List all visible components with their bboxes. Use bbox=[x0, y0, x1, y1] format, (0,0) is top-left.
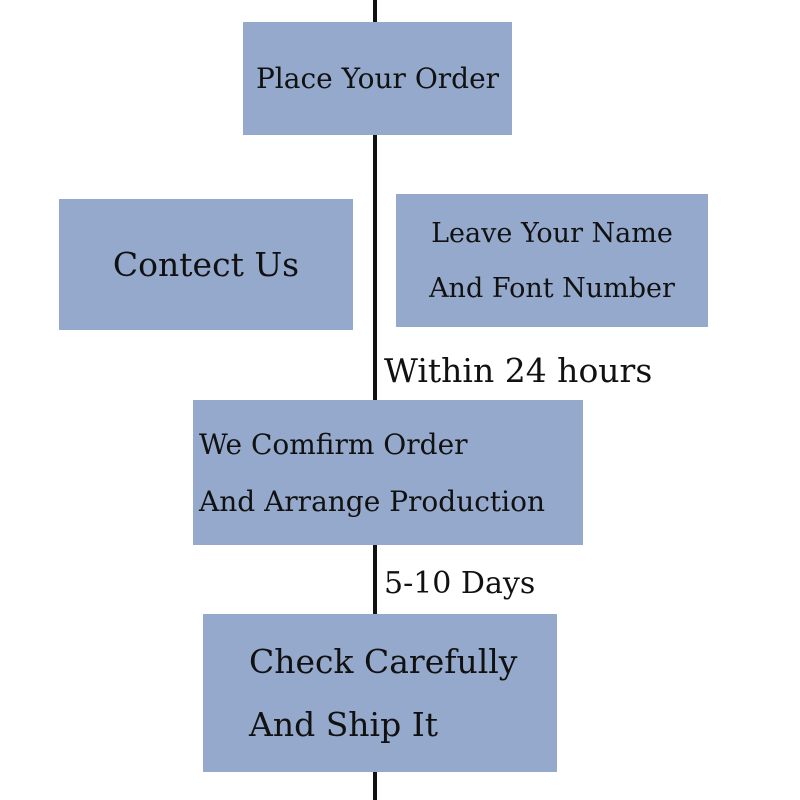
step-confirm-order-line-1: We Comfirm Order bbox=[199, 427, 468, 461]
step-contact-us-text: Contect Us bbox=[112, 245, 300, 284]
step-leave-info-line-2: And Font Number bbox=[429, 272, 675, 304]
step-place-order-text: Place Your Order bbox=[255, 62, 500, 95]
step-check-ship-line-1: Check Carefully bbox=[249, 642, 518, 681]
duration-within-24-hours: Within 24 hours bbox=[380, 352, 657, 389]
step-leave-info-line-1: Leave Your Name bbox=[431, 217, 673, 249]
step-leave-info: Leave Your Name And Font Number bbox=[396, 194, 708, 327]
step-confirm-order-line-2: And Arrange Production bbox=[199, 484, 546, 518]
step-confirm-order: We Comfirm Order And Arrange Production bbox=[193, 400, 583, 545]
step-check-ship-line-2: And Ship It bbox=[249, 705, 439, 744]
step-contact-us: Contect Us bbox=[59, 199, 353, 330]
step-check-ship: Check Carefully And Ship It bbox=[203, 614, 557, 772]
duration-production-days: 5-10 Days bbox=[380, 567, 540, 601]
step-place-order: Place Your Order bbox=[243, 22, 512, 135]
